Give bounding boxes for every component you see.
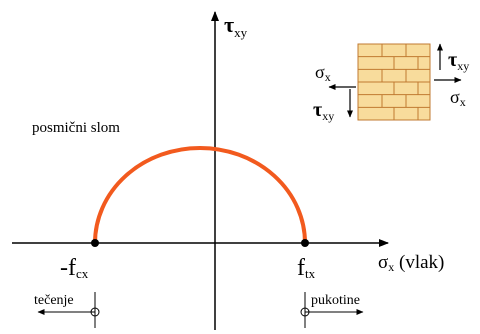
right-endpoint-dot: [301, 239, 309, 247]
x-axis-label: σx (vlak): [378, 252, 444, 274]
failure-curve: [93, 146, 307, 244]
masonry-inset: τxy σx σx τxy: [313, 43, 469, 123]
failure-label: posmični slom: [32, 120, 120, 136]
zone-right-marker: [300, 307, 310, 317]
zone-left-marker: [90, 307, 100, 317]
left-endpoint-dot: [91, 239, 99, 247]
right-point-label: ftx: [297, 255, 316, 281]
tau-bottom-label: τxy: [313, 99, 334, 123]
zone-left-label: tečenje: [34, 293, 74, 308]
zone-right-label: pukotine: [311, 293, 360, 308]
brick-wall: [357, 43, 431, 121]
sigma-left-label: σx: [315, 62, 331, 84]
y-axis-label: τxy: [224, 12, 248, 40]
sigma-right-label: σx: [450, 87, 466, 109]
tau-top-label: τxy: [448, 49, 469, 73]
left-point-label: -fcx: [60, 255, 89, 281]
